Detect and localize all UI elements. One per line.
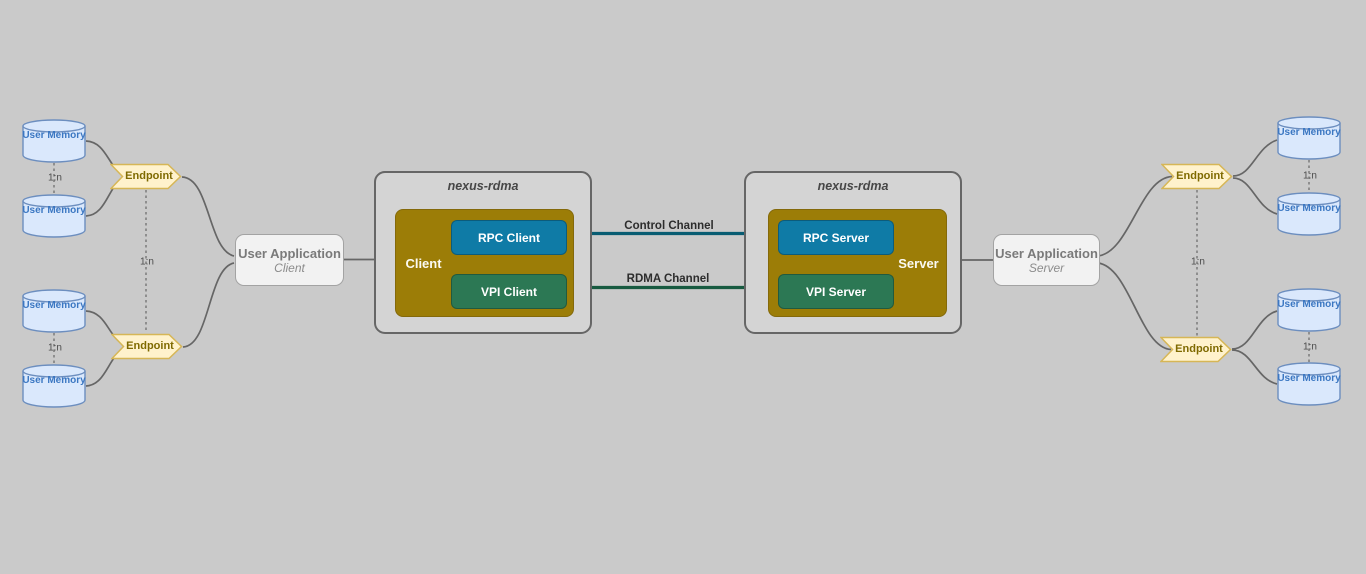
wire-endpoint4-memory4 <box>1231 349 1278 385</box>
user-memory-label: User Memory <box>1277 127 1341 138</box>
user-memory-cylinder: User Memory <box>22 364 86 408</box>
user-memory-label: User Memory <box>22 130 86 141</box>
user-memory-cylinder: User Memory <box>22 194 86 238</box>
endpoint-arrow-shape <box>1160 163 1233 190</box>
rpc-server-label: RPC Server <box>802 230 870 245</box>
user-memory-label: User Memory <box>1277 299 1341 310</box>
vpi-client-label: VPI Client <box>480 284 537 299</box>
wire-endpoint2-app <box>182 262 235 348</box>
user-application-client-box: User Application Client <box>235 234 344 286</box>
rpc-server-box: RPC Server <box>778 220 894 255</box>
multiplicity-label: 1:n <box>1191 256 1205 268</box>
wire-endpoint1-app <box>181 176 235 257</box>
multiplicity-label: 1:n <box>48 342 62 354</box>
client-group-box: Client RPC Client VPI Client <box>395 209 574 317</box>
multiplicity-label: 1:n <box>1303 341 1317 353</box>
user-memory-label: User Memory <box>1277 373 1341 384</box>
rdma-channel-label: RDMA Channel <box>626 273 710 285</box>
endpoint-label: Endpoint <box>1175 343 1223 355</box>
user-application-title: User Application <box>238 245 341 261</box>
user-application-title: User Application <box>995 245 1098 261</box>
endpoint-label: Endpoint <box>126 340 174 352</box>
endpoint-label: Endpoint <box>1176 170 1224 182</box>
vpi-server-label: VPI Server <box>805 284 867 299</box>
user-memory-label: User Memory <box>22 205 86 216</box>
endpoint-arrow-shape <box>110 333 183 360</box>
cylinder-shape <box>1277 362 1341 406</box>
user-memory-cylinder: User Memory <box>22 119 86 163</box>
endpoint-label: Endpoint <box>125 170 173 182</box>
endpoint-arrow-shape <box>1159 336 1232 363</box>
endpoint-shape: Endpoint <box>109 163 182 190</box>
server-group-box: Server RPC Server VPI Server <box>768 209 947 317</box>
user-application-subtitle: Client <box>274 260 305 275</box>
cylinder-shape <box>22 194 86 238</box>
nexus-rdma-title: nexus-rdma <box>817 179 889 193</box>
nexus-rdma-client-container: nexus-rdma Client RPC Client VPI Client <box>374 171 592 334</box>
user-memory-cylinder: User Memory <box>1277 362 1341 406</box>
user-memory-cylinder: User Memory <box>1277 192 1341 236</box>
server-group-label: Server <box>898 256 939 271</box>
user-memory-cylinder: User Memory <box>1277 288 1341 332</box>
cylinder-shape <box>22 364 86 408</box>
endpoint-shape: Endpoint <box>110 333 183 360</box>
user-memory-label: User Memory <box>22 300 86 311</box>
cylinder-shape <box>1277 192 1341 236</box>
user-memory-cylinder: User Memory <box>1277 116 1341 160</box>
endpoint-shape: Endpoint <box>1160 163 1233 190</box>
nexus-rdma-title: nexus-rdma <box>447 179 519 193</box>
user-memory-label: User Memory <box>1277 203 1341 214</box>
cylinder-shape <box>1277 116 1341 160</box>
cylinder-shape <box>22 119 86 163</box>
cylinder-shape <box>22 289 86 333</box>
cylinder-shape <box>1277 288 1341 332</box>
client-group-label: Client <box>405 256 442 271</box>
rpc-client-box: RPC Client <box>451 220 567 255</box>
rpc-client-label: RPC Client <box>477 230 540 245</box>
vpi-server-box: VPI Server <box>778 274 894 309</box>
multiplicity-label: 1:n <box>140 256 154 268</box>
user-application-subtitle: Server <box>1028 260 1065 275</box>
multiplicity-label: 1:n <box>48 172 62 184</box>
user-application-server-box: User Application Server <box>993 234 1100 286</box>
nexus-rdma-server-container: nexus-rdma Server RPC Server VPI Server <box>744 171 962 334</box>
wire-endpoint4-memory3 <box>1231 310 1278 350</box>
user-memory-label: User Memory <box>22 375 86 386</box>
vpi-client-box: VPI Client <box>451 274 567 309</box>
wire-endpoint3-memory2 <box>1232 177 1278 215</box>
multiplicity-label: 1:n <box>1303 170 1317 182</box>
control-channel-label: Control Channel <box>624 220 714 232</box>
wire-endpoint3-memory1 <box>1232 139 1278 177</box>
endpoint-arrow-shape <box>109 163 182 190</box>
user-memory-cylinder: User Memory <box>22 289 86 333</box>
endpoint-shape: Endpoint <box>1159 336 1232 363</box>
